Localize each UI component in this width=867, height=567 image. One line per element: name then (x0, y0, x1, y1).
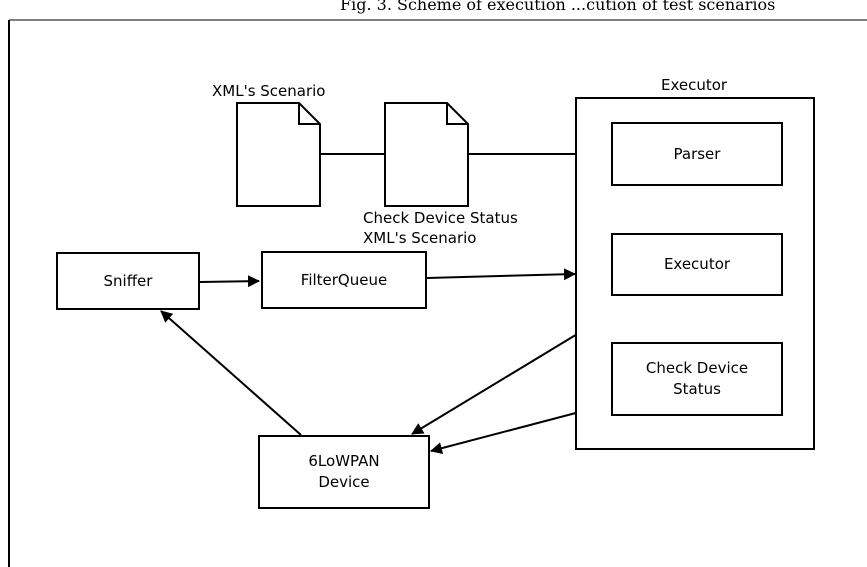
filterqueue-box: FilterQueue (261, 251, 427, 309)
arrow-sniffer-to-filterqueue (199, 275, 260, 288)
xml-scenario-fold-icon (298, 103, 320, 125)
xml-scenario-document-icon (236, 102, 321, 207)
check-status-scenario-label-line1: Check Device Status (363, 209, 518, 227)
check-status-document-icon (384, 102, 469, 207)
xml-scenario-label: XML's Scenario (212, 82, 326, 100)
check-status-fold-icon (446, 103, 468, 125)
6lowpan-device-box: 6LoWPAN Device (258, 435, 430, 509)
parser-box: Parser (611, 122, 783, 186)
arrow-filterqueue-to-executor (426, 268, 576, 281)
executor-label: Executor (663, 255, 731, 273)
check-device-status-box: Check Device Status (611, 342, 783, 416)
check-status-scenario-label-line2: XML's Scenario (363, 229, 477, 247)
check-device-status-label-line2: Status (673, 380, 721, 398)
arrow-device-to-sniffer (160, 310, 302, 436)
sniffer-box: Sniffer (56, 252, 200, 310)
parser-label: Parser (673, 144, 721, 163)
check-device-status-label-line1: Check Device (645, 359, 749, 377)
figure-caption-text: Fig. 3. Scheme of execution ...cution of… (340, 0, 776, 14)
executor-box: Executor (611, 233, 783, 296)
device-label-line1: 6LoWPAN (308, 452, 380, 470)
figure-caption-clipped: Fig. 3. Scheme of execution ...cution of… (0, 0, 867, 17)
sniffer-label: Sniffer (103, 271, 153, 290)
filterqueue-label: FilterQueue (300, 270, 388, 289)
executor-container-title: Executor (661, 76, 728, 94)
device-label-line2: Device (318, 473, 370, 491)
